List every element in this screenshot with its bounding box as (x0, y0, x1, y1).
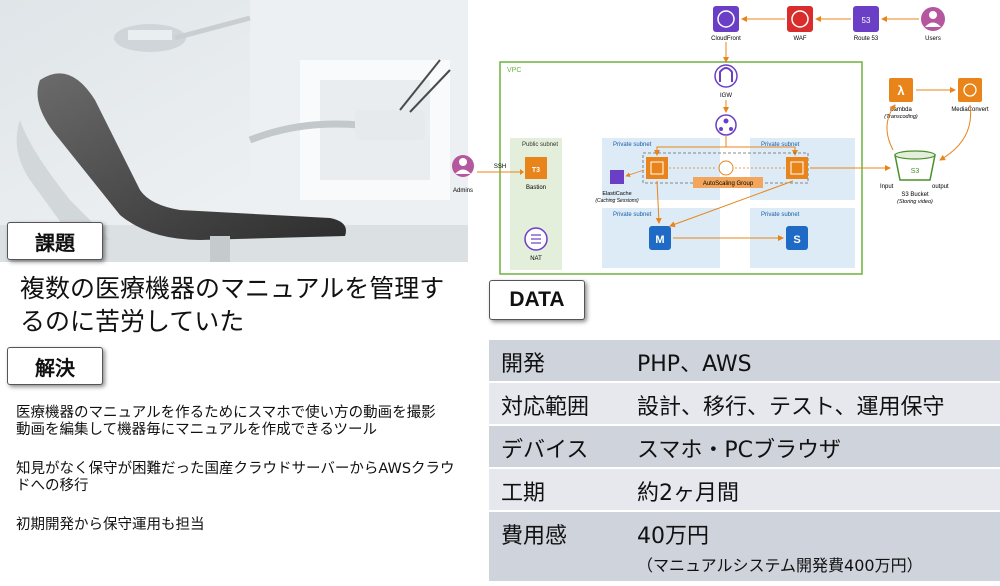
project-info-table: 開発 PHP、AWS 対応範囲 設計、移行、テスト、運用保守 デバイス スマホ・… (489, 340, 1000, 581)
table-row: 費用感 40万円 （マニュアルシステム開発費400万円） (489, 512, 1000, 581)
s3-input-label: Input (880, 184, 894, 190)
mediaconvert-icon (958, 78, 982, 102)
solution-list: 医療機器のマニュアルを作るためにスマホで使い方の動画を撮影 動画を編集して機器毎… (16, 405, 471, 534)
solution-item: 初期開発から保守運用も担当 (16, 517, 205, 533)
solution-badge: 解決 (7, 347, 103, 385)
rds-slave-label: S (793, 234, 800, 246)
waf-icon (787, 6, 813, 32)
ssh-label: SSH (494, 164, 506, 170)
table-value: 約2ヶ月間 (637, 481, 739, 506)
table-value: 40万円 (637, 524, 709, 549)
svg-text:λ: λ (897, 83, 905, 98)
private-subnet-label: Private subnet (613, 142, 652, 148)
table-key: デバイス (501, 438, 589, 463)
solution-item: 知見がなく保守が困難だった国産クラウドサーバーからAWSクラウドへの移行 (16, 461, 455, 494)
autoscaling-label: AutoScaling Group (703, 181, 754, 187)
vpc-label: VPC (507, 67, 521, 74)
table-row: 工期 約2ヶ月間 (489, 469, 1000, 510)
solution-item: 動画を編集して機器毎にマニュアルを作成できるツール (16, 422, 378, 438)
load-balancer-icon (715, 114, 737, 136)
table-key: 工期 (501, 481, 546, 506)
s3-output-label: output (932, 184, 949, 190)
table-row: 対応範囲 設計、移行、テスト、運用保守 (489, 383, 1000, 424)
ec2-icon (646, 157, 668, 179)
rds-master-icon (649, 226, 671, 250)
waf-label: WAF (793, 36, 806, 42)
igw-label: IGW (720, 93, 732, 99)
s3-bucket-sub: (Storing video) (897, 199, 933, 205)
lambda-label: Lambda (890, 107, 912, 113)
rds-master-label: M (655, 234, 664, 246)
autoscaling-icon (718, 160, 734, 176)
s3-bucket-glyph: S3 (911, 168, 920, 175)
private-subnet-label: Private subnet (761, 142, 800, 148)
route53-label: Route 53 (854, 36, 879, 42)
rds-slave-icon (786, 226, 808, 250)
bastion-label: Bastion (526, 185, 546, 191)
table-row: 開発 PHP、AWS (489, 340, 1000, 381)
s3-bucket-label: S3 Bucket (901, 192, 929, 198)
issue-badge: 課題 (7, 222, 103, 260)
lambda-sub: (Transcoding) (884, 114, 918, 120)
ec2-icon (786, 157, 808, 179)
ssh-arrow (513, 169, 524, 175)
cloudfront-icon (713, 6, 739, 32)
table-row: デバイス スマホ・PCブラウザ (489, 426, 1000, 467)
elasticache-icon (610, 170, 624, 184)
cloudfront-label: CloudFront (711, 36, 741, 42)
table-value: 設計、移行、テスト、運用保守 (637, 395, 945, 420)
elasticache-label: ElastiCache (602, 191, 631, 197)
table-value-sub: （マニュアルシステム開発費400万円） (637, 556, 923, 575)
table-value: PHP、AWS (637, 352, 752, 377)
nat-label: NAT (530, 256, 542, 262)
private-subnet-label: Private subnet (761, 212, 800, 218)
route53-icon (853, 6, 879, 32)
elasticache-sub: (Caching Sessions) (595, 198, 639, 204)
lambda-icon (889, 78, 913, 102)
route53-icon-text: 53 (862, 16, 871, 25)
aws-architecture-diagram: VPC Public subnet Private subnet Private… (499, 6, 989, 275)
users-label: Users (925, 36, 941, 42)
bastion-icon (525, 157, 547, 179)
table-key: 費用感 (501, 524, 568, 549)
admins-group: Admins SSH (452, 155, 513, 194)
table-value: スマホ・PCブラウザ (637, 438, 841, 463)
private-subnet-label: Private subnet (613, 212, 652, 218)
table-key: 開発 (501, 352, 546, 377)
table-value-group: 40万円 （マニュアルシステム開発費400万円） (629, 512, 1000, 581)
data-badge: DATA (489, 280, 585, 320)
bastion-t3: T3 (532, 167, 540, 174)
admins-label: Admins (453, 188, 473, 194)
autoscaling-label-bg (693, 177, 763, 188)
public-subnet-label: Public subnet (522, 142, 558, 148)
table-key: 対応範囲 (501, 395, 590, 420)
solution-item: 医療機器のマニュアルを作るためにスマホで使い方の動画を撮影 (16, 405, 436, 421)
issue-text: 複数の医療機器のマニュアルを管理するのに苦労していた (20, 274, 445, 336)
